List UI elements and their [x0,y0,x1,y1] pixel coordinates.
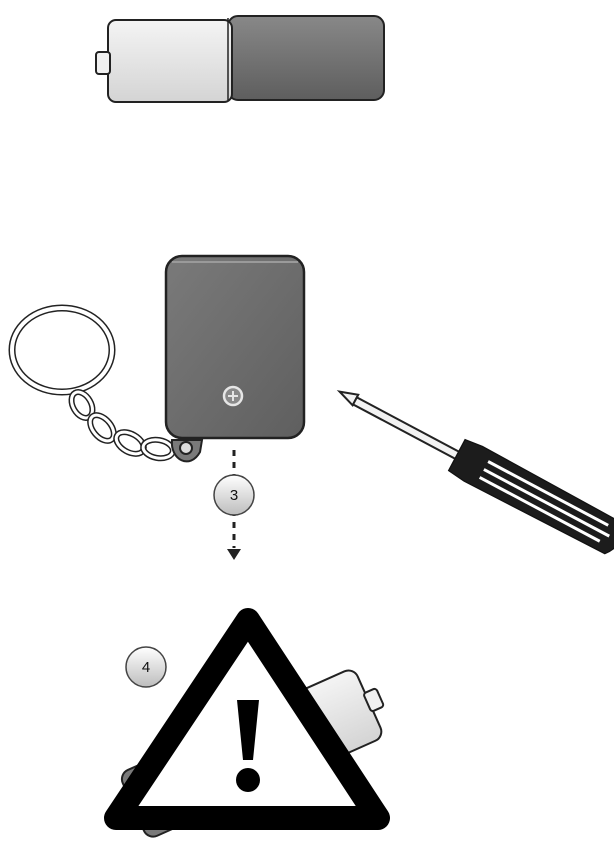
step-badge-4: 4 [126,647,166,687]
step-number-4: 4 [142,659,150,676]
step-number-3: 3 [230,487,238,504]
step-badge-3: 3 [214,475,254,515]
key-ring-icon [12,308,174,460]
screw-icon [224,387,242,405]
key-fob-icon [166,256,304,461]
battery-icon [96,16,384,102]
screwdriver-icon [330,376,614,558]
